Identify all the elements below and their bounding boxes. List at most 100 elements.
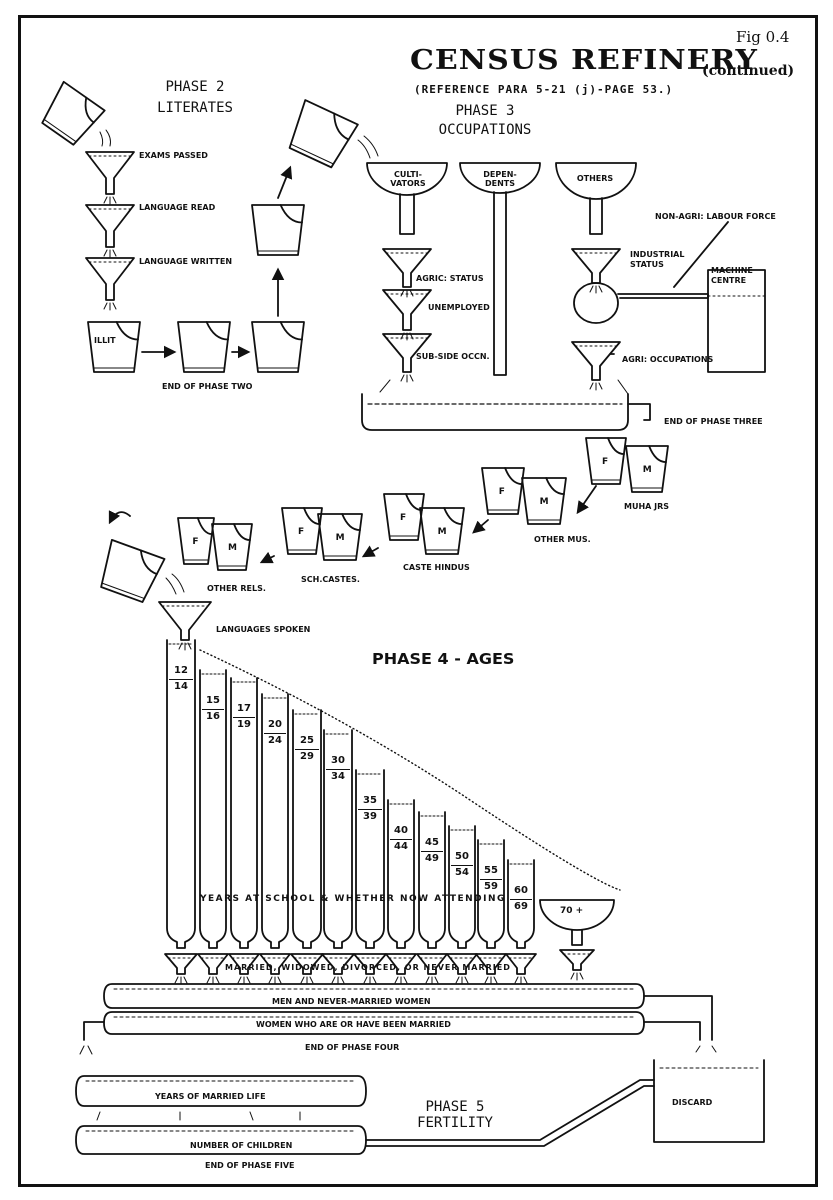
funnel-drip: [394, 976, 408, 985]
funnel-agric: [382, 248, 432, 288]
funnel-drip: [484, 976, 498, 985]
age-range-end: 29: [300, 750, 314, 762]
age-column: [387, 799, 415, 949]
bowl-70-plus: [539, 899, 615, 931]
bucket-body: [211, 523, 253, 571]
bucket-label-female: F: [192, 537, 199, 547]
phase3-end-label: END OF PHASE THREE: [664, 417, 763, 426]
spray: [96, 1111, 301, 1121]
discard-pipe: [365, 1079, 655, 1141]
phase3-subheading: OCCUPATIONS: [438, 122, 532, 138]
bucket-curve: [196, 517, 213, 535]
age-range-start: 40: [394, 825, 408, 836]
group-label-muhajrs: MUHA JRS: [624, 502, 670, 511]
fraction-bar: [390, 838, 412, 840]
bucket-female: [177, 517, 215, 565]
age-range-start: 25: [300, 735, 314, 746]
fraction-bar: [480, 878, 502, 880]
fraction-bar: [233, 716, 255, 718]
marital-funnel: [197, 953, 229, 975]
age-range-start: 17: [237, 703, 251, 714]
bucket-male: [317, 513, 363, 561]
group-label-other-mus: OTHER MUS.: [534, 535, 591, 544]
bucket-body: [625, 445, 669, 493]
bucket-curve: [333, 112, 350, 141]
fraction-bar: [169, 678, 193, 680]
bucket-label-male: M: [335, 533, 345, 543]
bucket-body: [251, 321, 305, 373]
feed-pipe: [83, 1021, 701, 1041]
age-range-start: 60: [514, 885, 528, 896]
age-range-start: 50: [455, 851, 469, 862]
bucket-curve: [279, 204, 303, 224]
age-column: [507, 859, 535, 949]
spray: [79, 1045, 717, 1055]
pour-stream: [165, 573, 185, 595]
pour-stream: [99, 129, 111, 147]
tank-women-married: [103, 1011, 645, 1035]
machine-centre-label: MACHINE CENTRE: [711, 266, 753, 285]
funnel-industrial: [571, 248, 621, 284]
bucket-curve: [303, 507, 321, 525]
hopper-stem: [493, 191, 507, 376]
hopper-label-dependents: DEPEN- DENTS: [483, 170, 517, 189]
bucket-body: [585, 437, 627, 485]
phase5-subheading: FERTILITY: [417, 1115, 493, 1131]
bowl-stem: [571, 929, 583, 946]
bucket-label-male: M: [228, 543, 237, 553]
bucket-base: [101, 582, 145, 599]
marital-funnel: [228, 953, 260, 975]
bucket-body: [41, 80, 106, 146]
bucket-label-male: M: [539, 497, 549, 507]
pouring-bucket: [100, 538, 166, 603]
funnel-drip: [174, 976, 188, 985]
page-border: [18, 15, 818, 1187]
age-range-end: 49: [425, 852, 439, 864]
phase2-heading: PHASE 2: [165, 79, 225, 95]
tank-label-married-life: YEARS OF MARRIED LIFE: [155, 1092, 266, 1101]
age-group-label-last: 70 +: [560, 906, 584, 916]
arrow: [576, 485, 597, 515]
discard-label: DISCARD: [672, 1098, 713, 1107]
funnel-drip: [206, 976, 220, 985]
funnel-label: SUB-SIDE OCCN.: [416, 352, 490, 361]
bucket-curve: [607, 437, 625, 455]
funnel-drip: [103, 196, 117, 205]
marital-line-label: MARRIED, WIDOWED, DIVORCED, OR NEVER MAR…: [225, 963, 511, 972]
bucket-male: [211, 523, 253, 571]
funnel-drip: [455, 976, 469, 985]
pouring-bucket: [288, 99, 359, 169]
phase5-end-label: END OF PHASE FIVE: [205, 1161, 295, 1170]
age-column: [166, 639, 196, 949]
machine-centre: [707, 269, 766, 373]
pipe-to-machine: [617, 293, 709, 299]
bucket-curve: [205, 321, 229, 341]
hopper-label-others: OTHERS: [576, 174, 614, 183]
age-column: [292, 709, 322, 949]
title-suffix: (continued): [702, 63, 795, 79]
curved-arrow: [108, 510, 131, 525]
bucket-base: [44, 119, 77, 142]
bucket-curve: [279, 321, 303, 341]
marital-funnel: [559, 949, 595, 971]
bucket-body: [481, 467, 525, 515]
bucket-male: [419, 507, 465, 555]
group-label-sch-castes: SCH.CASTES.: [301, 575, 360, 584]
bucket-base: [290, 143, 334, 165]
age-range-end: 19: [237, 718, 251, 730]
bucket-illiterates: [87, 321, 141, 373]
bucket-label: ILLIT: [94, 336, 116, 345]
age-column: [323, 729, 353, 949]
age-range-end: 69: [514, 900, 528, 912]
bucket-label-female: F: [602, 457, 609, 467]
bucket-female: [585, 437, 627, 485]
labour-force-label: NON-AGRI: LABOUR FORCE: [655, 212, 776, 221]
fraction-bar: [510, 898, 532, 900]
bucket-curve: [115, 321, 139, 341]
age-column: [448, 825, 476, 949]
funnel-drip: [103, 302, 117, 311]
